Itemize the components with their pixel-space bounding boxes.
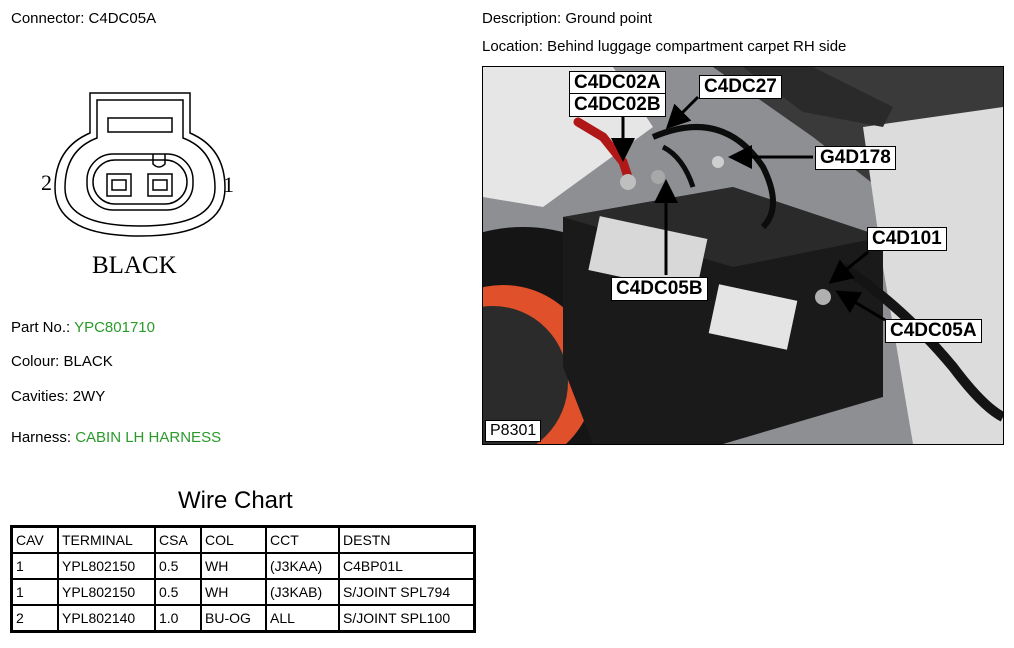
cell-col: WH bbox=[200, 552, 267, 580]
location-photo: C4DC02A C4DC02B C4DC27 G4D178 C4D101 C4D… bbox=[482, 66, 1004, 445]
wire-chart-header-row: CAV TERMINAL CSA COL CCT DESTN bbox=[10, 525, 476, 554]
cavities-value: 2WY bbox=[72, 388, 106, 405]
part-no-value[interactable]: YPC801710 bbox=[74, 319, 155, 336]
cell-cav: 1 bbox=[10, 552, 59, 580]
table-row: 1 YPL802150 0.5 WH (J3KAA) C4BP01L bbox=[10, 552, 476, 580]
cell-col: BU-OG bbox=[200, 604, 267, 633]
cell-destn: S/JOINT SPL794 bbox=[338, 578, 476, 606]
header-cav: CAV bbox=[10, 525, 59, 554]
location-value: Behind luggage compartment carpet RH sid… bbox=[547, 38, 847, 55]
wire-chart-title: Wire Chart bbox=[178, 487, 293, 514]
photo-scene bbox=[483, 67, 1003, 444]
cell-csa: 0.5 bbox=[154, 552, 202, 580]
connector-value: C4DC05A bbox=[88, 10, 157, 27]
cell-csa: 0.5 bbox=[154, 578, 202, 606]
location-line: Location: Behind luggage compartment car… bbox=[482, 38, 846, 55]
callout-c4dc02a: C4DC02A bbox=[569, 71, 666, 95]
part-no-line: Part No.: YPC801710 bbox=[11, 319, 155, 336]
callout-c4d101: C4D101 bbox=[867, 227, 947, 251]
part-no-label: Part No.: bbox=[11, 319, 71, 336]
cell-destn: S/JOINT SPL100 bbox=[338, 604, 476, 633]
table-row: 1 YPL802150 0.5 WH (J3KAB) S/JOINT SPL79… bbox=[10, 578, 476, 606]
header-destn: DESTN bbox=[338, 525, 476, 554]
harness-line: Harness: CABIN LH HARNESS bbox=[11, 429, 221, 446]
callout-g4d178: G4D178 bbox=[815, 146, 896, 170]
callout-c4dc05b: C4DC05B bbox=[611, 277, 708, 301]
cell-cav: 2 bbox=[10, 604, 59, 633]
callout-c4dc27: C4DC27 bbox=[699, 75, 782, 99]
pin-1-label: 1 bbox=[223, 172, 234, 197]
colour-line: Colour: BLACK bbox=[11, 353, 113, 370]
harness-value[interactable]: CABIN LH HARNESS bbox=[75, 429, 222, 446]
cell-cct: (J3KAA) bbox=[265, 552, 340, 580]
header-cct: CCT bbox=[265, 525, 340, 554]
connector-label: Connector: bbox=[11, 10, 85, 27]
location-label: Location: bbox=[482, 38, 543, 55]
cell-terminal: YPL802150 bbox=[57, 578, 156, 606]
cell-destn: C4BP01L bbox=[338, 552, 476, 580]
table-row: 2 YPL802140 1.0 BU-OG ALL S/JOINT SPL100 bbox=[10, 604, 476, 633]
cavities-line: Cavities: 2WY bbox=[11, 388, 105, 405]
connector-color-text: BLACK bbox=[92, 252, 177, 279]
cell-csa: 1.0 bbox=[154, 604, 202, 633]
colour-label: Colour: bbox=[11, 353, 60, 370]
cavities-label: Cavities: bbox=[11, 388, 69, 405]
callout-c4dc05a: C4DC05A bbox=[885, 319, 982, 343]
cell-col: WH bbox=[200, 578, 267, 606]
colour-value: BLACK bbox=[63, 353, 113, 370]
connector-line: Connector: C4DC05A bbox=[11, 10, 156, 27]
photo-id-label: P8301 bbox=[485, 420, 542, 442]
cell-terminal: YPL802150 bbox=[57, 552, 156, 580]
description-label: Description: bbox=[482, 10, 562, 27]
header-col: COL bbox=[200, 525, 267, 554]
cell-cct: ALL bbox=[265, 604, 340, 633]
callout-c4dc02b: C4DC02B bbox=[569, 93, 666, 117]
wire-chart-table: CAV TERMINAL CSA COL CCT DESTN 1 YPL8021… bbox=[10, 525, 476, 633]
pin-2-label: 2 bbox=[41, 170, 52, 195]
cell-cct: (J3KAB) bbox=[265, 578, 340, 606]
header-csa: CSA bbox=[154, 525, 202, 554]
harness-label: Harness: bbox=[11, 429, 72, 446]
cell-terminal: YPL802140 bbox=[57, 604, 156, 633]
connector-face-diagram: 2 1 BLACK bbox=[41, 92, 234, 279]
header-terminal: TERMINAL bbox=[57, 525, 156, 554]
description-value: Ground point bbox=[565, 10, 653, 27]
description-line: Description: Ground point bbox=[482, 10, 652, 27]
cell-cav: 1 bbox=[10, 578, 59, 606]
